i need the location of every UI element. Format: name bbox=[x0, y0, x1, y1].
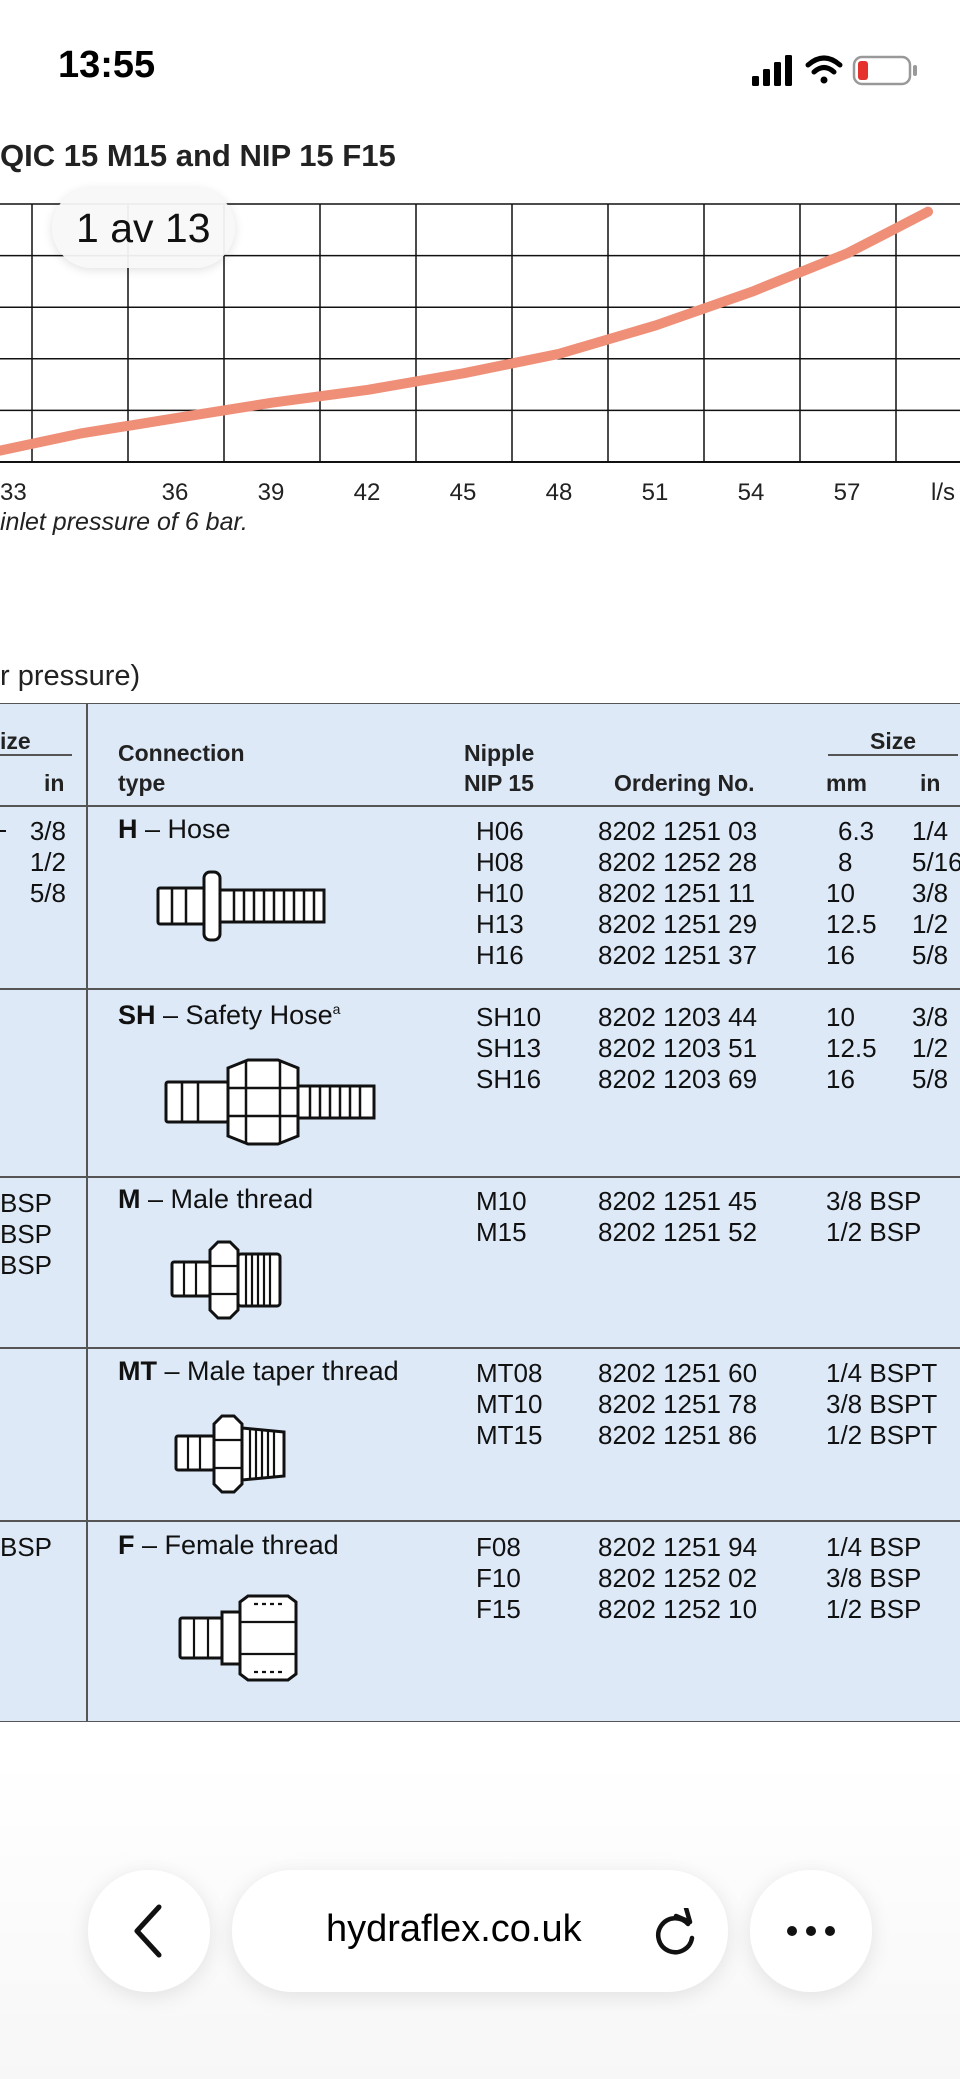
header-ordering-no: Ordering No. bbox=[614, 770, 755, 796]
header-in-left: in bbox=[44, 770, 65, 796]
row-divider bbox=[0, 1176, 960, 1178]
left-size-values: BSP bbox=[0, 1532, 53, 1562]
more-options-button[interactable] bbox=[750, 1870, 872, 1992]
row-divider bbox=[0, 1347, 960, 1349]
x-tick-label: 57 bbox=[834, 479, 861, 506]
header-in: in bbox=[920, 770, 941, 796]
chart-series-line bbox=[0, 206, 933, 456]
chart-title: QIC 15 M15 and NIP 15 F15 bbox=[0, 138, 396, 173]
safety-hose-nipple-icon bbox=[164, 1058, 376, 1146]
size-header-underline bbox=[0, 754, 72, 756]
header-divider bbox=[0, 805, 960, 807]
table-heading: r pressure) bbox=[0, 660, 141, 692]
x-tick-label: 45 bbox=[450, 479, 477, 506]
x-tick-label: 33 bbox=[0, 479, 27, 506]
connection-type-female-thread: F – Female thread bbox=[118, 1530, 339, 1560]
chevron-left-icon bbox=[134, 1904, 162, 1958]
header-connection-type: Connection bbox=[118, 740, 245, 766]
hose-nipple-icon bbox=[156, 870, 326, 942]
size-header-underline bbox=[828, 754, 958, 756]
url-text: hydraflex.co.uk bbox=[326, 1908, 582, 1950]
header-nipple: NIP 15 bbox=[464, 770, 534, 796]
x-tick-label: l/s bbox=[931, 479, 955, 506]
chart-note: inlet pressure of 6 bar. bbox=[0, 508, 248, 536]
male-taper-thread-nipple-icon bbox=[174, 1414, 286, 1494]
more-dots-icon bbox=[787, 1926, 835, 1936]
male-thread-nipple-icon bbox=[170, 1240, 282, 1320]
connection-type-hose: H – Hose bbox=[118, 814, 231, 844]
row-divider bbox=[0, 988, 960, 990]
flow-chart: 33 36 39 42 45 48 51 54 57 l/s bbox=[0, 203, 960, 506]
reload-icon[interactable] bbox=[652, 1908, 698, 1956]
connection-type-male-taper-thread: MT – Male taper thread bbox=[118, 1356, 399, 1386]
wifi-icon bbox=[805, 55, 843, 84]
column-divider bbox=[86, 704, 88, 1721]
header-nipple: Nipple bbox=[464, 740, 535, 766]
chart-tick-labels: 33 36 39 42 45 48 51 54 57 l/s bbox=[0, 479, 955, 506]
row-divider bbox=[0, 1520, 960, 1522]
status-time: 13:55 bbox=[58, 44, 156, 86]
x-tick-label: 54 bbox=[738, 479, 765, 506]
battery-low-icon bbox=[852, 55, 917, 86]
header-size: Size bbox=[870, 728, 917, 754]
product-table: ize in Connection type Nipple NIP 15 Ord… bbox=[0, 703, 960, 1722]
x-tick-label: 51 bbox=[642, 479, 669, 506]
address-bar[interactable]: hydraflex.co.uk bbox=[232, 1870, 728, 1992]
connection-type-male-thread: M – Male thread bbox=[118, 1184, 314, 1214]
x-tick-label: 36 bbox=[162, 479, 189, 506]
header-connection-type: type bbox=[118, 770, 166, 796]
x-tick-label: 39 bbox=[258, 479, 285, 506]
cellular-signal-icon bbox=[752, 55, 792, 86]
back-button[interactable] bbox=[88, 1870, 210, 1992]
x-tick-label: 48 bbox=[546, 479, 573, 506]
header-mm: mm bbox=[826, 770, 867, 796]
x-tick-label: 42 bbox=[354, 479, 381, 506]
status-icons bbox=[752, 55, 917, 86]
page-indicator[interactable]: 1 av 13 bbox=[52, 188, 235, 268]
connection-type-safety-hose: SH – Safety Hosea bbox=[118, 1000, 341, 1030]
female-thread-nipple-icon bbox=[178, 1594, 298, 1682]
header-size-left: ize bbox=[0, 728, 31, 754]
